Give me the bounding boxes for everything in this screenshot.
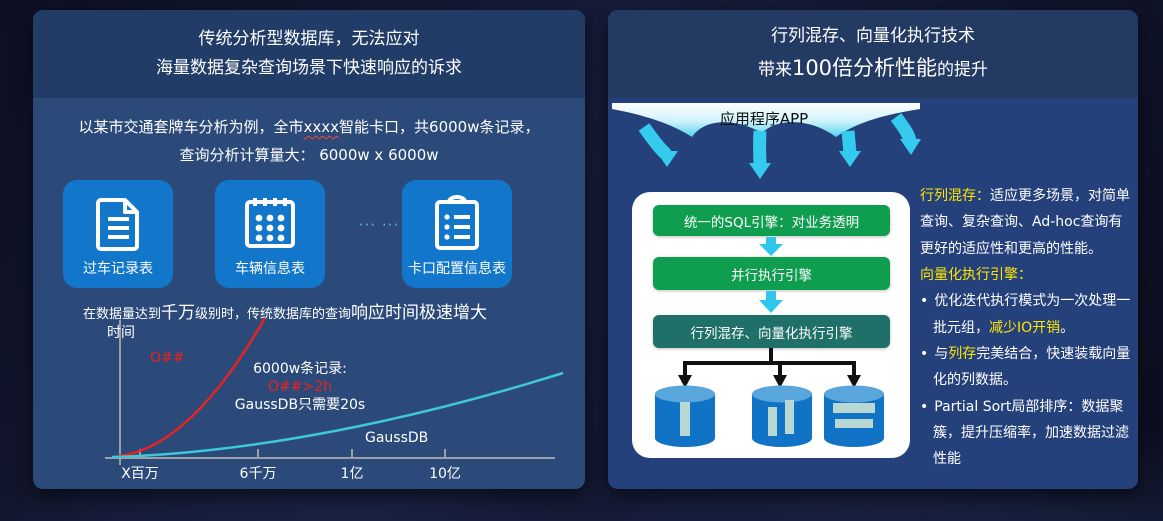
table-tile-checkpoint-config: 卡口配置信息表	[402, 180, 512, 288]
arrow-down-icon	[759, 237, 783, 256]
right-panel-title: 行列混存、向量化执行技术 带来100倍分析性能的提升	[608, 10, 1138, 98]
gaussdb-curve-label: GaussDB	[365, 430, 428, 446]
intro-post: 智能卡口，共6000w条记录，	[339, 118, 540, 136]
x-tick-label-4: 10亿	[429, 466, 461, 482]
right-title-pre: 带来	[757, 59, 792, 80]
database-icon-dual-column-store	[752, 385, 812, 447]
note-pre: 在数据量达到	[83, 307, 162, 322]
y-axis-label: 时间	[107, 325, 135, 341]
arrow-down-icon	[759, 291, 783, 313]
chart-caption: 在数据量达到千万级别时，传统数据库的查询响应时间极速增大	[83, 298, 487, 323]
bullet2-pre: 与	[934, 345, 949, 362]
note-hybrid-body: 适应更多场景，对简单查询、复杂查询、Ad-hoc查询有更好的适应性和更高的性能。	[920, 188, 1130, 257]
database-icon-row-store	[824, 385, 884, 447]
note-bullet-2: 与列存完美结合，快速装载向量化的列数据。	[920, 341, 1132, 394]
table-tile-vehicle-info: 车辆信息表	[215, 180, 325, 288]
bullet1-pre: 优化迭代执行模式为一次处理一批元组，	[933, 293, 1131, 336]
x-tick-label-1: X百万	[121, 466, 159, 482]
note-bullet-1: 优化迭代执行模式为一次处理一批元组，减少IO开销。	[920, 288, 1132, 341]
right-title-line2: 带来100倍分析性能的提升	[758, 51, 988, 87]
left-title-line1: 传统分析型数据库，无法应对	[198, 29, 420, 50]
right-title-post: 的提升	[937, 59, 989, 80]
calendar-icon	[245, 198, 295, 248]
note-big1: 千万	[161, 303, 196, 323]
note-hybrid-head: 行列混存：	[920, 188, 990, 204]
bullet1-post: 。	[1060, 319, 1075, 336]
funnel-band	[612, 103, 920, 137]
right-title-line1: 行列混存、向量化执行技术	[771, 25, 975, 46]
arrow-down-icons	[656, 139, 921, 179]
sql-engine-box: 统一的SQL引擎：对业务透明	[653, 205, 890, 236]
note-hybrid-storage: 行列混存：适应更多场景，对简单查询、复杂查询、Ad-hoc查询有更好的适应性和更…	[920, 183, 1132, 262]
intro-line1: 以某市交通套牌车分析为例，全市xxxx智能卡口，共6000w条记录，	[33, 114, 585, 142]
note-bullet-3: Partial Sort局部排序：数据聚簇，提升压缩率，加速数据过滤性能	[920, 394, 1132, 473]
tile-label: 卡口配置信息表	[408, 261, 506, 277]
parallel-engine-box: 并行执行引擎	[653, 257, 890, 290]
right-panel: 行列混存、向量化执行技术 带来100倍分析性能的提升 应用程序APP 统一的	[608, 10, 1138, 489]
document-icon	[96, 198, 139, 251]
x-tick-label-3: 1亿	[341, 466, 364, 482]
annotation-line1: 6000w条记录:	[253, 360, 347, 377]
bullet2-highlight: 列存	[948, 345, 977, 362]
bullet2-post: 完美结合，快速装载向量化的列数据。	[933, 345, 1131, 389]
left-title-line2: 海量数据复杂查询场景下快速响应的诉求	[156, 58, 462, 78]
tile-label: 过车记录表	[83, 261, 153, 277]
x-tick-label-2: 6千万	[240, 466, 277, 482]
left-panel-title: 传统分析型数据库，无法应对 海量数据复杂查询场景下快速响应的诉求	[33, 10, 585, 98]
complexity-label: O##	[150, 350, 184, 366]
right-title-big: 100倍分析性能	[791, 55, 938, 80]
bullet1-highlight: 减少IO开销	[989, 319, 1061, 336]
response-time-chart: 时间 O## 6000w条记录: O##>2h GaussDB只需要20s Ga…	[105, 317, 564, 482]
storage-connector-lines	[678, 348, 861, 388]
gaussdb-curve	[111, 371, 564, 459]
hybrid-vector-engine-box: 行列混存、向量化执行引擎	[653, 315, 890, 348]
engine-stack-card: 统一的SQL引擎：对业务透明 并行执行引擎 行列混存、向量化执行引擎	[632, 192, 910, 458]
note-mid: 级别时，传统数据库的查询	[195, 307, 352, 322]
table-tile-passing-records: 过车记录表	[63, 180, 173, 288]
annotation-line2: O##>2h	[268, 379, 332, 395]
left-panel: 传统分析型数据库，无法应对 海量数据复杂查询场景下快速响应的诉求 以某市交通套牌…	[33, 10, 585, 489]
ellipsis-icon: ··· ···	[358, 216, 400, 234]
tile-label: 车辆信息表	[235, 261, 305, 277]
annotation-line3: GaussDB只需要20s	[235, 397, 365, 413]
note-vectorized-head: 向量化执行引擎：	[920, 266, 1032, 283]
app-label: 应用程序APP	[719, 110, 809, 128]
intro-pre: 以某市交通套牌车分析为例，全市	[78, 118, 304, 136]
left-intro-text: 以某市交通套牌车分析为例，全市xxxx智能卡口，共6000w条记录， 查询分析计…	[33, 114, 585, 170]
intro-line2: 查询分析计算量大： 6000w x 6000w	[179, 145, 439, 164]
app-funnel-arrows	[612, 103, 921, 179]
intro-xxxx: xxxx	[303, 118, 340, 136]
database-icon-column-store	[655, 385, 715, 447]
note-big2: 响应时间极速增大	[351, 303, 488, 323]
traditional-db-curve	[117, 317, 267, 458]
feature-notes: 行列混存：适应更多场景，对简单查询、复杂查询、Ad-hoc查询有更好的适应性和更…	[920, 183, 1132, 472]
clipboard-icon	[435, 195, 479, 250]
